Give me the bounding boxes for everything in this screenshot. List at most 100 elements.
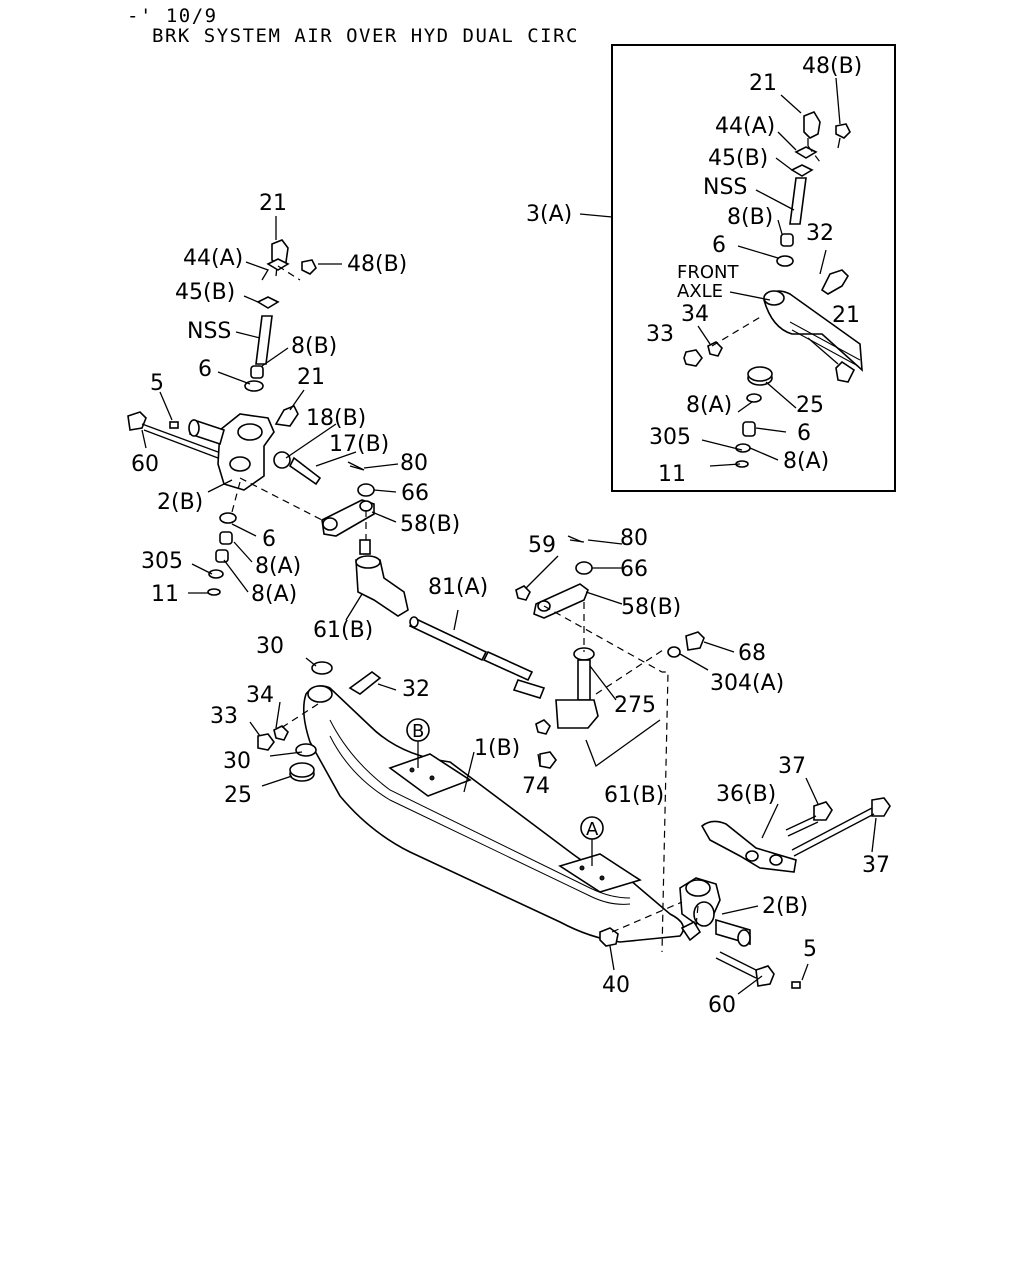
left-nut-18b [273, 451, 291, 469]
inset-bolt-48b [835, 123, 851, 149]
center-label-32: 32 [402, 677, 430, 702]
center-label-1b: 1(B) [474, 736, 520, 761]
left-washer-44a [266, 258, 290, 271]
stud-32 [348, 671, 382, 695]
inset-bleeder-21b [835, 360, 856, 383]
left-arm-61b [355, 539, 409, 617]
left-label-21a: 21 [259, 191, 287, 216]
center-label-34: 34 [246, 683, 274, 708]
right-nut-59 [515, 585, 531, 601]
center-label-80: 80 [620, 526, 648, 551]
inset-pin-nss [789, 177, 807, 225]
left-label-80: 80 [400, 451, 428, 476]
left-label-6a: 6 [198, 357, 212, 382]
nut-33 [257, 733, 275, 751]
right-knuckle-group: 37 36(B) 37 2(B) 5 40 60 [599, 754, 891, 1018]
center-label-25: 25 [224, 783, 252, 808]
left-label-66: 66 [401, 481, 429, 506]
inset-ref-label: 3(A) [526, 202, 572, 227]
bolt-68 [685, 631, 705, 651]
left-kingbolt-60 [141, 423, 219, 453]
inset-label-8a1: 8(A) [686, 393, 732, 418]
inset-stud-32 [820, 269, 850, 295]
left-bush-8a1 [219, 531, 233, 545]
inset-label-nss: NSS [703, 175, 747, 200]
left-label-58b: 58(B) [400, 512, 460, 537]
left-knuckle-group: 21 44(A) 48(B) 45(B) NSS 8(B) 6 21 5 18(… [127, 191, 460, 643]
left-cotter-80 [347, 461, 365, 471]
left-seal-305 [208, 569, 224, 579]
inset-label-11: 11 [658, 462, 686, 487]
right-arm-58b [533, 583, 589, 619]
center-label-81a: 81(A) [428, 575, 488, 600]
inset-label-6a: 6 [712, 233, 726, 258]
left-bleeder-21b [274, 404, 299, 427]
center-label-304a: 304(A) [710, 671, 784, 696]
center-label-59: 59 [528, 533, 556, 558]
left-label-5: 5 [150, 371, 164, 396]
inset-front-axle [763, 290, 863, 372]
left-label-6b: 6 [262, 527, 276, 552]
right-label-40: 40 [602, 973, 630, 998]
left-label-8a2: 8(A) [251, 582, 297, 607]
left-label-18b: 18(B) [306, 406, 366, 431]
steering-arm-36b [700, 820, 797, 873]
center-label-61b: 61(B) [604, 783, 664, 808]
mark-a-label: A [586, 819, 599, 840]
left-pin-nss [255, 315, 273, 365]
inset-bleeder-21 [803, 111, 821, 146]
inset-label-6b: 6 [797, 421, 811, 446]
left-label-305: 305 [141, 549, 183, 574]
inset-label-21b: 21 [832, 303, 860, 328]
right-pin-5 [791, 981, 801, 989]
inset-label-48b: 48(B) [802, 54, 862, 79]
center-label-33: 33 [210, 704, 238, 729]
inset-nut-33 [683, 349, 703, 367]
center-label-30a: 30 [256, 634, 284, 659]
left-knuckle-2b [188, 413, 275, 491]
inset-frame [611, 44, 896, 492]
left-bush-8a2 [215, 549, 229, 563]
inset-label-32: 32 [806, 221, 834, 246]
inset-label-33: 33 [646, 322, 674, 347]
inset-label-8a2: 8(A) [783, 449, 829, 474]
washer-30a [311, 661, 333, 675]
inset-label-8b: 8(B) [727, 205, 773, 230]
right-kingbolt-60 [715, 951, 775, 987]
right-cotter-80 [567, 535, 585, 543]
left-nut-66 [357, 483, 375, 497]
left-shim-6b [219, 512, 237, 524]
center-label-275: 275 [614, 693, 656, 718]
center-label-66: 66 [620, 557, 648, 582]
nut-40 [599, 927, 619, 947]
left-arm-58b [321, 499, 375, 537]
right-label-2b: 2(B) [762, 894, 808, 919]
header-line-2: BRK SYSTEM AIR OVER HYD DUAL CIRC [152, 25, 579, 47]
left-label-44a: 44(A) [183, 246, 243, 271]
inset-shim-6 [776, 255, 794, 267]
tie-rod-end-61b [555, 647, 599, 729]
inset-bush-8b [780, 233, 794, 247]
right-label-37b: 37 [862, 853, 890, 878]
washer-304a [667, 646, 681, 658]
inset-label-45b: 45(B) [708, 146, 768, 171]
inset-label-34: 34 [681, 302, 709, 327]
inset-plate-45b [790, 164, 814, 177]
right-label-36b: 36(B) [716, 782, 776, 807]
left-bush-8b [250, 365, 264, 379]
mark-b-label: B [412, 721, 424, 742]
left-label-60: 60 [131, 452, 159, 477]
center-label-30b: 30 [223, 749, 251, 774]
right-nut-66 [575, 561, 593, 575]
center-label-68: 68 [738, 641, 766, 666]
pin-34 [273, 725, 289, 741]
left-label-48b: 48(B) [347, 252, 407, 277]
bolt-37b [791, 797, 891, 857]
nut-74b [539, 751, 557, 769]
bolt-37a [785, 801, 833, 837]
left-bolt-48b [301, 259, 317, 275]
left-label-8a1: 8(A) [255, 554, 301, 579]
center-label-74: 74 [522, 774, 550, 799]
